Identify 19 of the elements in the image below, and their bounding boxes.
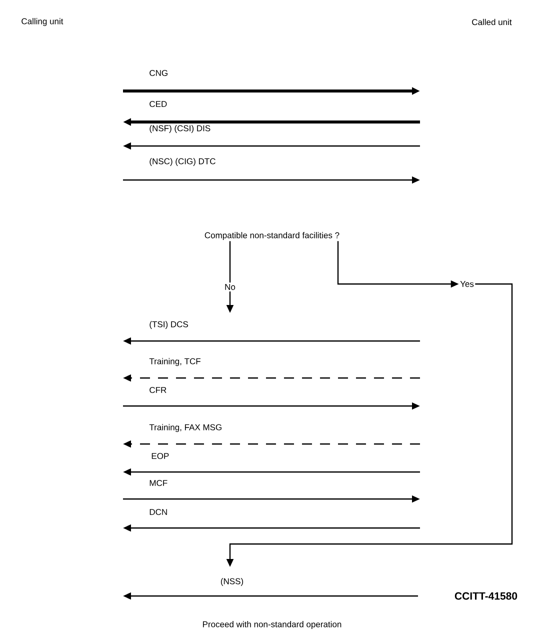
message-label: Training, TCF [149,358,200,366]
message-label: CED [150,101,167,107]
unit-label: Calling unit [22,18,64,26]
branch-label: Yes [460,281,474,287]
message-label: (NSS) [220,578,244,586]
message-label: CFR [150,387,166,393]
message-label: Training, FAX MSG [149,424,222,432]
edge-label: No [223,282,237,292]
message-label: CNG [150,70,168,76]
message-label: EOP [152,453,169,459]
question-text: Compatible non-standard facilities ? [204,232,340,240]
message-label: (TSI) DCS [150,321,188,329]
unit-label: Called unit [472,18,512,26]
caption-text: Proceed with non-standard operation [203,621,342,629]
diagram-number: CCITT-41580 [454,592,518,600]
message-label: (NSF) (CSI) DIS [150,125,210,133]
message-label: (NSC) (CIG) DTC [150,158,216,166]
message-label: MCF [150,480,168,486]
message-label: DCN [150,509,167,515]
